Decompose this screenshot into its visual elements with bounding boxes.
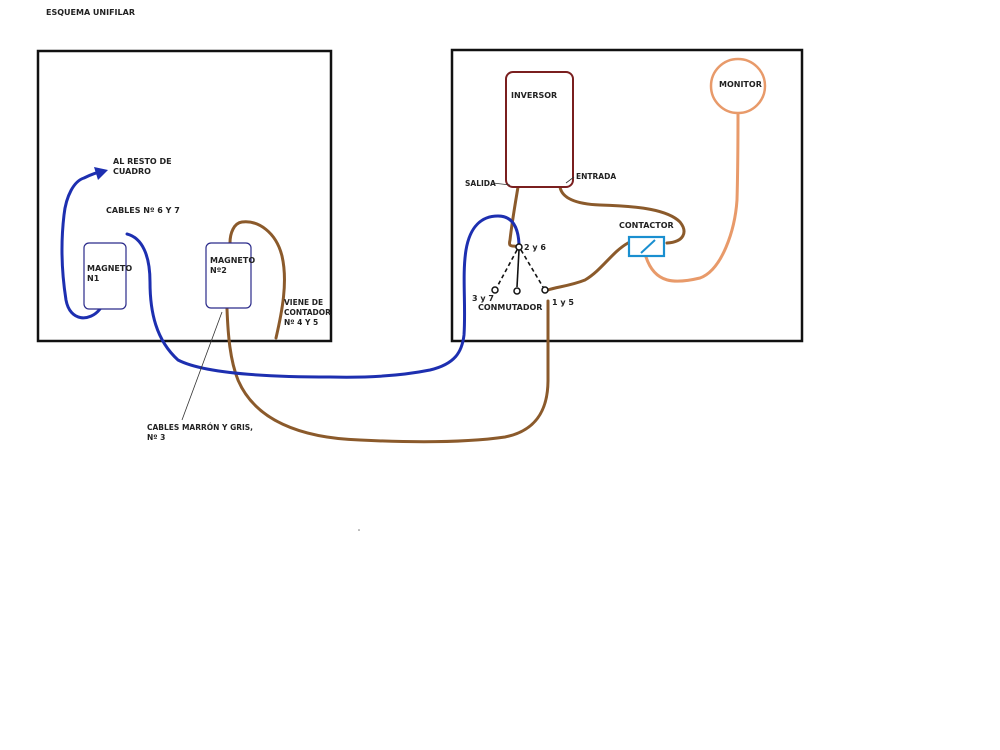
cables-marron-leader xyxy=(181,311,223,421)
blue-wire-al-resto xyxy=(60,169,106,320)
brown-wire-entrada xyxy=(558,185,686,245)
label-al-resto-de-cuadro: AL RESTO DE CUADRO xyxy=(113,157,172,176)
blue-wires xyxy=(60,169,521,379)
label-entrada: ENTRADA xyxy=(576,172,617,181)
label-inversor: INVERSOR xyxy=(511,91,558,100)
brown-wire-magneto2-loop xyxy=(225,299,550,444)
label-conmutador: CONMUTADOR xyxy=(478,303,543,312)
right-panel xyxy=(450,48,804,343)
brown-wire-contactor-1y5 xyxy=(546,241,630,292)
magneto-2-box xyxy=(205,242,252,309)
stray-dot xyxy=(358,529,360,531)
diagram-title: ESQUEMA UNIFILAR xyxy=(46,8,135,17)
inversor-box xyxy=(505,71,574,188)
label-monitor: MONITOR xyxy=(719,80,762,89)
arrow-head-icon xyxy=(94,167,108,180)
terminal-ring-icon xyxy=(491,243,549,295)
entrada-leader xyxy=(565,176,575,184)
switch-leg-center xyxy=(516,249,520,288)
label-contactor: CONTACTOR xyxy=(619,221,674,230)
label-terminal-1y5: 1 y 5 xyxy=(552,298,574,307)
blue-wire-main xyxy=(125,214,521,379)
switch-leg-left xyxy=(496,249,518,288)
label-cables-6-y-7: CABLES Nº 6 Y 7 xyxy=(106,206,180,215)
brown-wires xyxy=(225,185,686,444)
label-salida: SALIDA xyxy=(465,179,496,188)
conmutador-switch xyxy=(496,249,544,288)
orange-wire-monitor xyxy=(644,110,740,283)
monitor-circle xyxy=(709,57,767,115)
label-terminal-3y7: 3 y 7 xyxy=(472,294,494,303)
label-magneto-2: MAGNETO Nº2 xyxy=(210,256,256,275)
label-viene-de-contador: VIENE DE CONTADOR Nº 4 Y 5 xyxy=(284,298,331,327)
label-cables-marron-y-gris: CABLES MARRÓN Y GRIS, Nº 3 xyxy=(147,423,254,442)
salida-leader xyxy=(492,182,511,186)
terminal-3y7 xyxy=(491,286,499,294)
leader-lines xyxy=(181,176,575,421)
brown-wire-contador xyxy=(228,220,286,340)
terminal-center xyxy=(513,287,521,295)
label-magneto-1: MAGNETO N1 xyxy=(87,264,133,283)
magneto-1-box xyxy=(83,242,127,310)
contactor-coil-icon xyxy=(627,235,666,258)
left-panel xyxy=(36,49,333,343)
brown-wire-salida xyxy=(508,185,522,249)
switch-leg-right xyxy=(520,249,544,288)
terminal-2y6 xyxy=(515,243,523,251)
terminal-1y5 xyxy=(541,286,549,294)
label-terminal-2y6: 2 y 6 xyxy=(524,243,546,252)
